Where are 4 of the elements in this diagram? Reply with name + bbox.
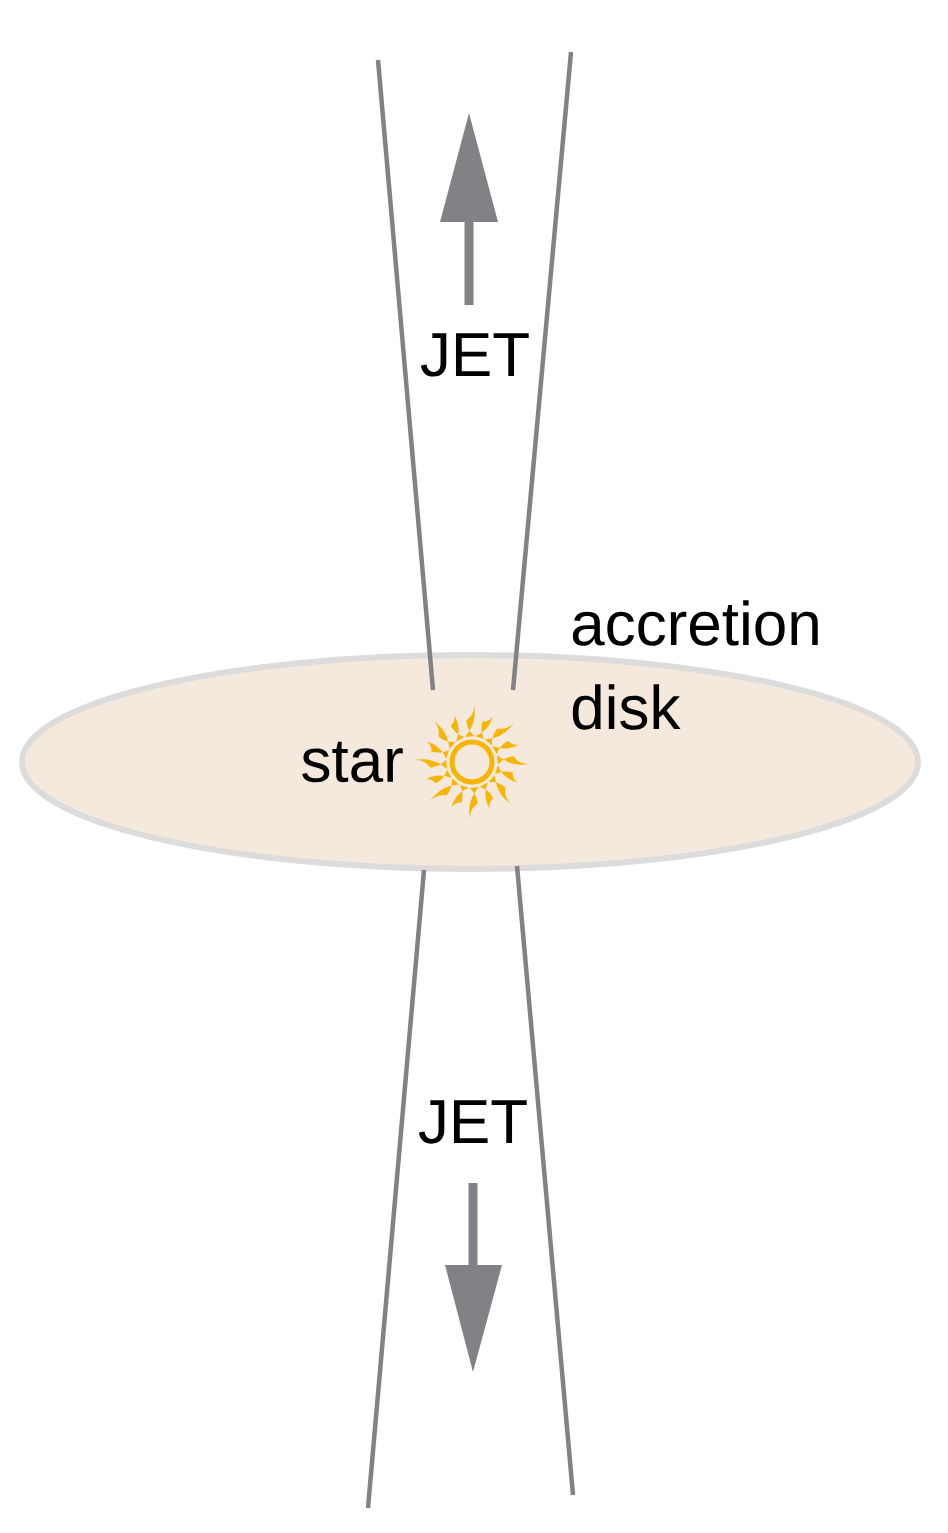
jet-label: JET	[418, 1100, 527, 1144]
disk-label: accretion disk	[572, 600, 818, 730]
jet-label: JET	[420, 333, 529, 377]
star-label: star	[302, 741, 403, 783]
